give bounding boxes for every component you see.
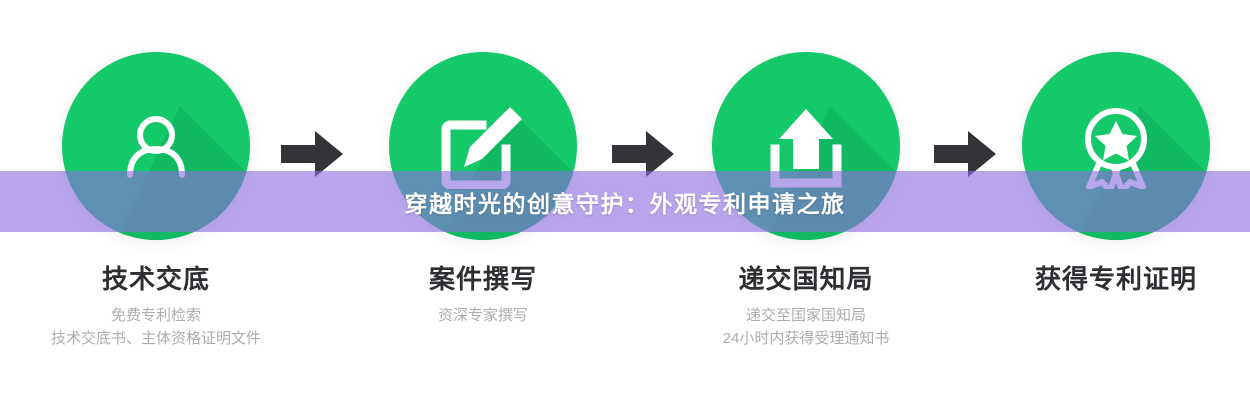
step-title: 技术交底 (101, 264, 210, 294)
step-subtitles: 资深专家撰写 (327, 304, 639, 327)
arrow-right-icon (281, 129, 343, 179)
step-3-labels: 递交国知局 递交至国家国知局 24小时内获得受理通知书 (650, 262, 962, 350)
title-banner: 穿越时光的创意守护：外观专利申请之旅 (0, 171, 1250, 232)
step-title: 递交国知局 (738, 264, 874, 294)
arrow-right-icon (612, 129, 674, 179)
step-subtitles: 免费专利检索 技术交底书、主体资格证明文件 (0, 304, 312, 350)
step-subtitle: 免费专利检索 (110, 307, 201, 324)
user-icon (62, 52, 250, 240)
step-title: 案件撰写 (428, 264, 537, 294)
step-1-labels: 技术交底 免费专利检索 技术交底书、主体资格证明文件 (0, 262, 312, 350)
arrow-right-icon (934, 129, 996, 179)
step-subtitle: 资深专家撰写 (437, 307, 528, 324)
step-subtitle: 递交至国家国知局 (745, 307, 866, 324)
step-subtitle: 24小时内获得受理通知书 (722, 330, 890, 347)
step-title: 获得专利证明 (1034, 264, 1197, 294)
step-4-labels: 获得专利证明 (960, 262, 1250, 304)
banner-title: 穿越时光的创意守护：外观专利申请之旅 (404, 190, 846, 217)
step-subtitle: 技术交底书、主体资格证明文件 (50, 330, 261, 347)
step-subtitles: 递交至国家国知局 24小时内获得受理通知书 (650, 304, 962, 350)
step-2-labels: 案件撰写 资深专家撰写 (327, 262, 639, 327)
